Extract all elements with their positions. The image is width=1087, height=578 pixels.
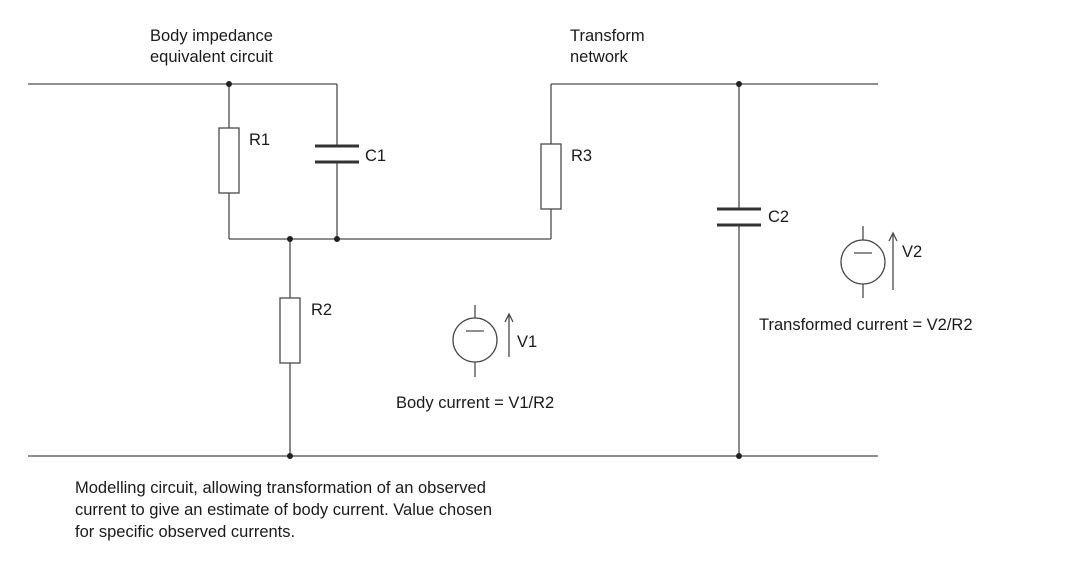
heading-body-impedance-line2: equivalent circuit — [150, 48, 273, 66]
c1-label: C1 — [365, 147, 386, 165]
c2-label: C2 — [768, 208, 789, 226]
wires — [28, 83, 878, 457]
r2-resistor-symbol — [279, 297, 301, 364]
junction-dot — [334, 236, 340, 242]
caption-line-3: for specific observed currents. — [75, 523, 295, 541]
junction-dot — [287, 236, 293, 242]
c1-capacitor-symbol — [315, 144, 359, 164]
junction-dot — [226, 81, 232, 87]
body-current-annotation: Body current = V1/R2 — [396, 394, 554, 412]
r1-resistor-symbol — [218, 127, 240, 194]
transformed-current-annotation: Transformed current = V2/R2 — [759, 316, 973, 334]
caption-line-2: current to give an estimate of body curr… — [75, 501, 492, 519]
caption-line-1: Modelling circuit, allowing transformati… — [75, 479, 486, 497]
v1-label: V1 — [517, 333, 537, 351]
junction-dot — [287, 453, 293, 459]
v2-source-symbol — [840, 226, 898, 298]
v1-source-symbol — [452, 305, 514, 377]
r1-label: R1 — [249, 131, 270, 149]
heading-transform-network-line2: network — [570, 48, 629, 66]
junction-dot — [736, 453, 742, 459]
r2-label: R2 — [311, 301, 332, 319]
c2-capacitor-symbol — [717, 207, 761, 227]
heading-transform-network-line1: Transform — [570, 27, 645, 45]
r3-resistor-symbol — [540, 143, 562, 210]
junction-dot — [736, 81, 742, 87]
r3-label: R3 — [571, 147, 592, 165]
heading-body-impedance-line1: Body impedance — [150, 27, 273, 45]
v2-label: V2 — [902, 243, 922, 261]
